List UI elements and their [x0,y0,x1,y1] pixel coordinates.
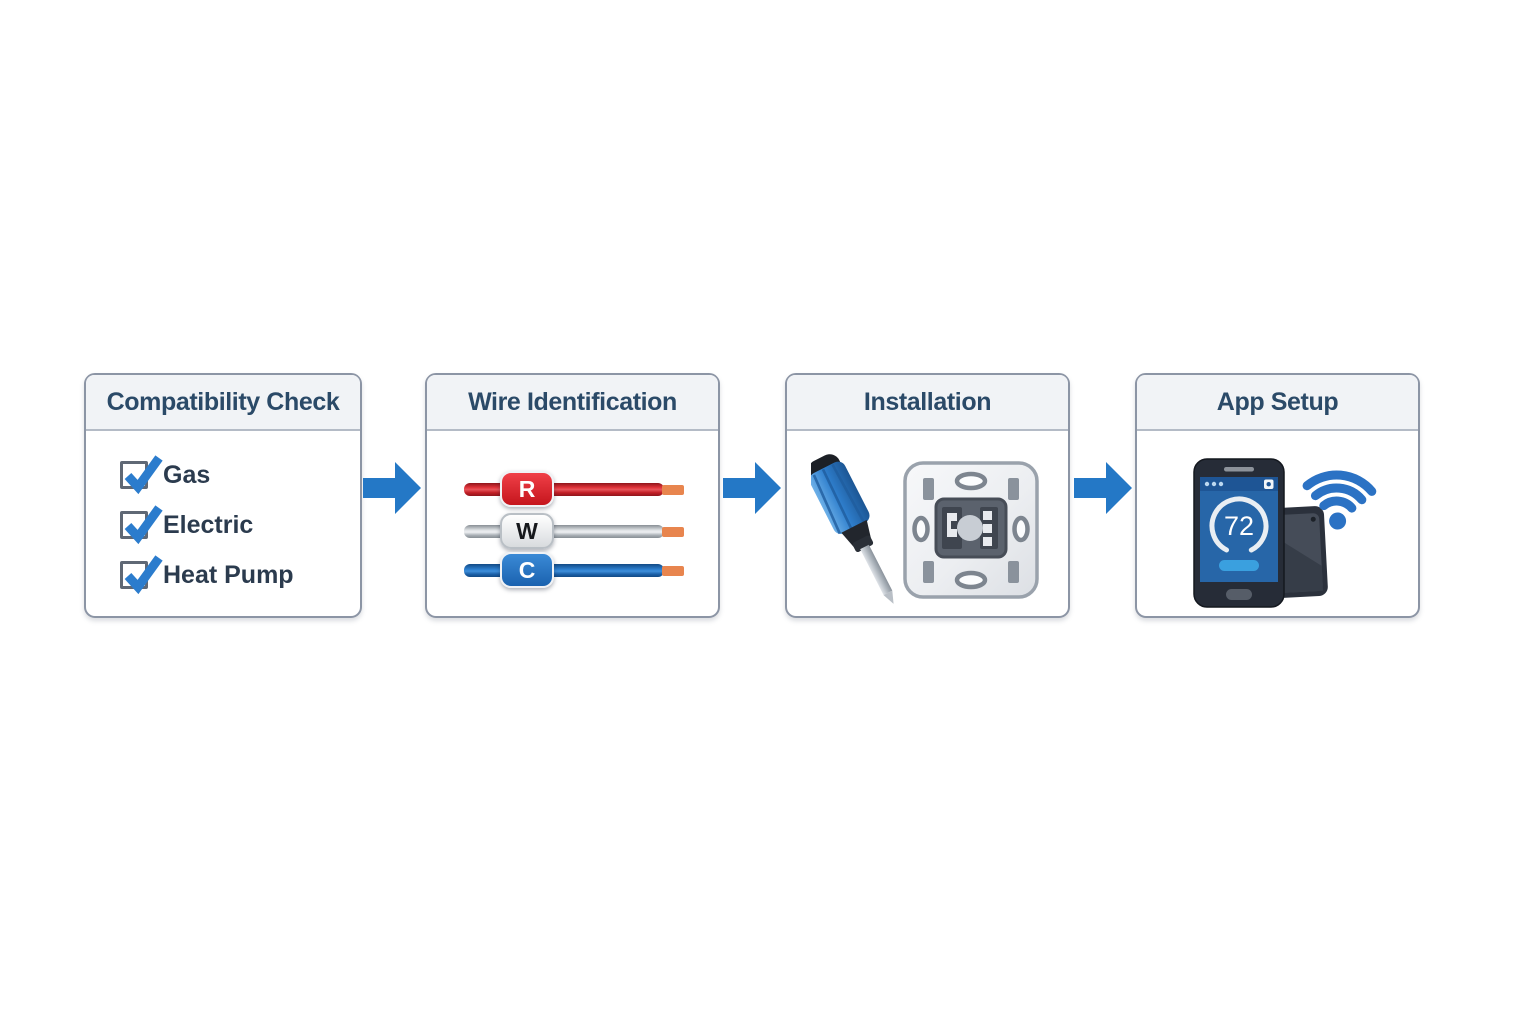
card-header: App Setup [1137,375,1418,431]
checked-checkbox-icon [120,455,163,495]
checklist-label: Electric [163,510,254,539]
wire-c: C [464,552,688,588]
wifi-icon [1302,470,1377,530]
flow-arrow-icon [723,462,781,514]
flow-arrow-icon [363,462,421,514]
card-title: App Setup [1216,387,1339,416]
wall-plate-icon [903,461,1039,599]
flow-arrow-icon [1074,462,1132,514]
checked-checkbox-icon [120,505,163,545]
red-wire [464,483,664,496]
checklist-label: Heat Pump [163,560,294,589]
blue-wire [464,564,664,577]
wire-copper-tip [662,526,684,537]
card-header: Compatibility Check [86,375,360,431]
wire-r: R [464,471,688,507]
step-card-compatibility-check: Compatibility Check Gas Electric Heat Pu… [84,373,362,618]
checklist-item-heat-pump: Heat Pump [120,555,360,595]
wire-label-tag-r: R [500,471,554,507]
checklist-label: Gas [163,460,211,489]
wire-label-tag-w: W [500,513,554,549]
card-title: Wire Identification [468,387,677,416]
checklist-item-electric: Electric [120,505,360,545]
wire-label-tag-c: C [500,552,554,588]
step-card-app-setup: App Setup 72 [1135,373,1420,618]
card-header: Installation [787,375,1068,431]
card-title: Compatibility Check [106,387,340,416]
checked-checkbox-icon [120,555,163,595]
card-title: Installation [863,387,992,416]
wire-w: W [464,513,688,549]
compatibility-checklist: Gas Electric Heat Pump [86,431,360,595]
card-header: Wire Identification [427,375,718,431]
smartphone-icon: 72 [1193,458,1285,608]
wire-copper-tip [662,565,684,576]
screwdriver-icon [811,454,894,604]
wire-copper-tip [662,484,684,495]
phone-temperature-readout: 72 [1224,511,1254,541]
step-card-wire-identification: Wire Identification R W C [425,373,720,618]
checklist-item-gas: Gas [120,455,360,495]
white-wire [464,525,664,538]
step-card-installation: Installation [785,373,1070,618]
